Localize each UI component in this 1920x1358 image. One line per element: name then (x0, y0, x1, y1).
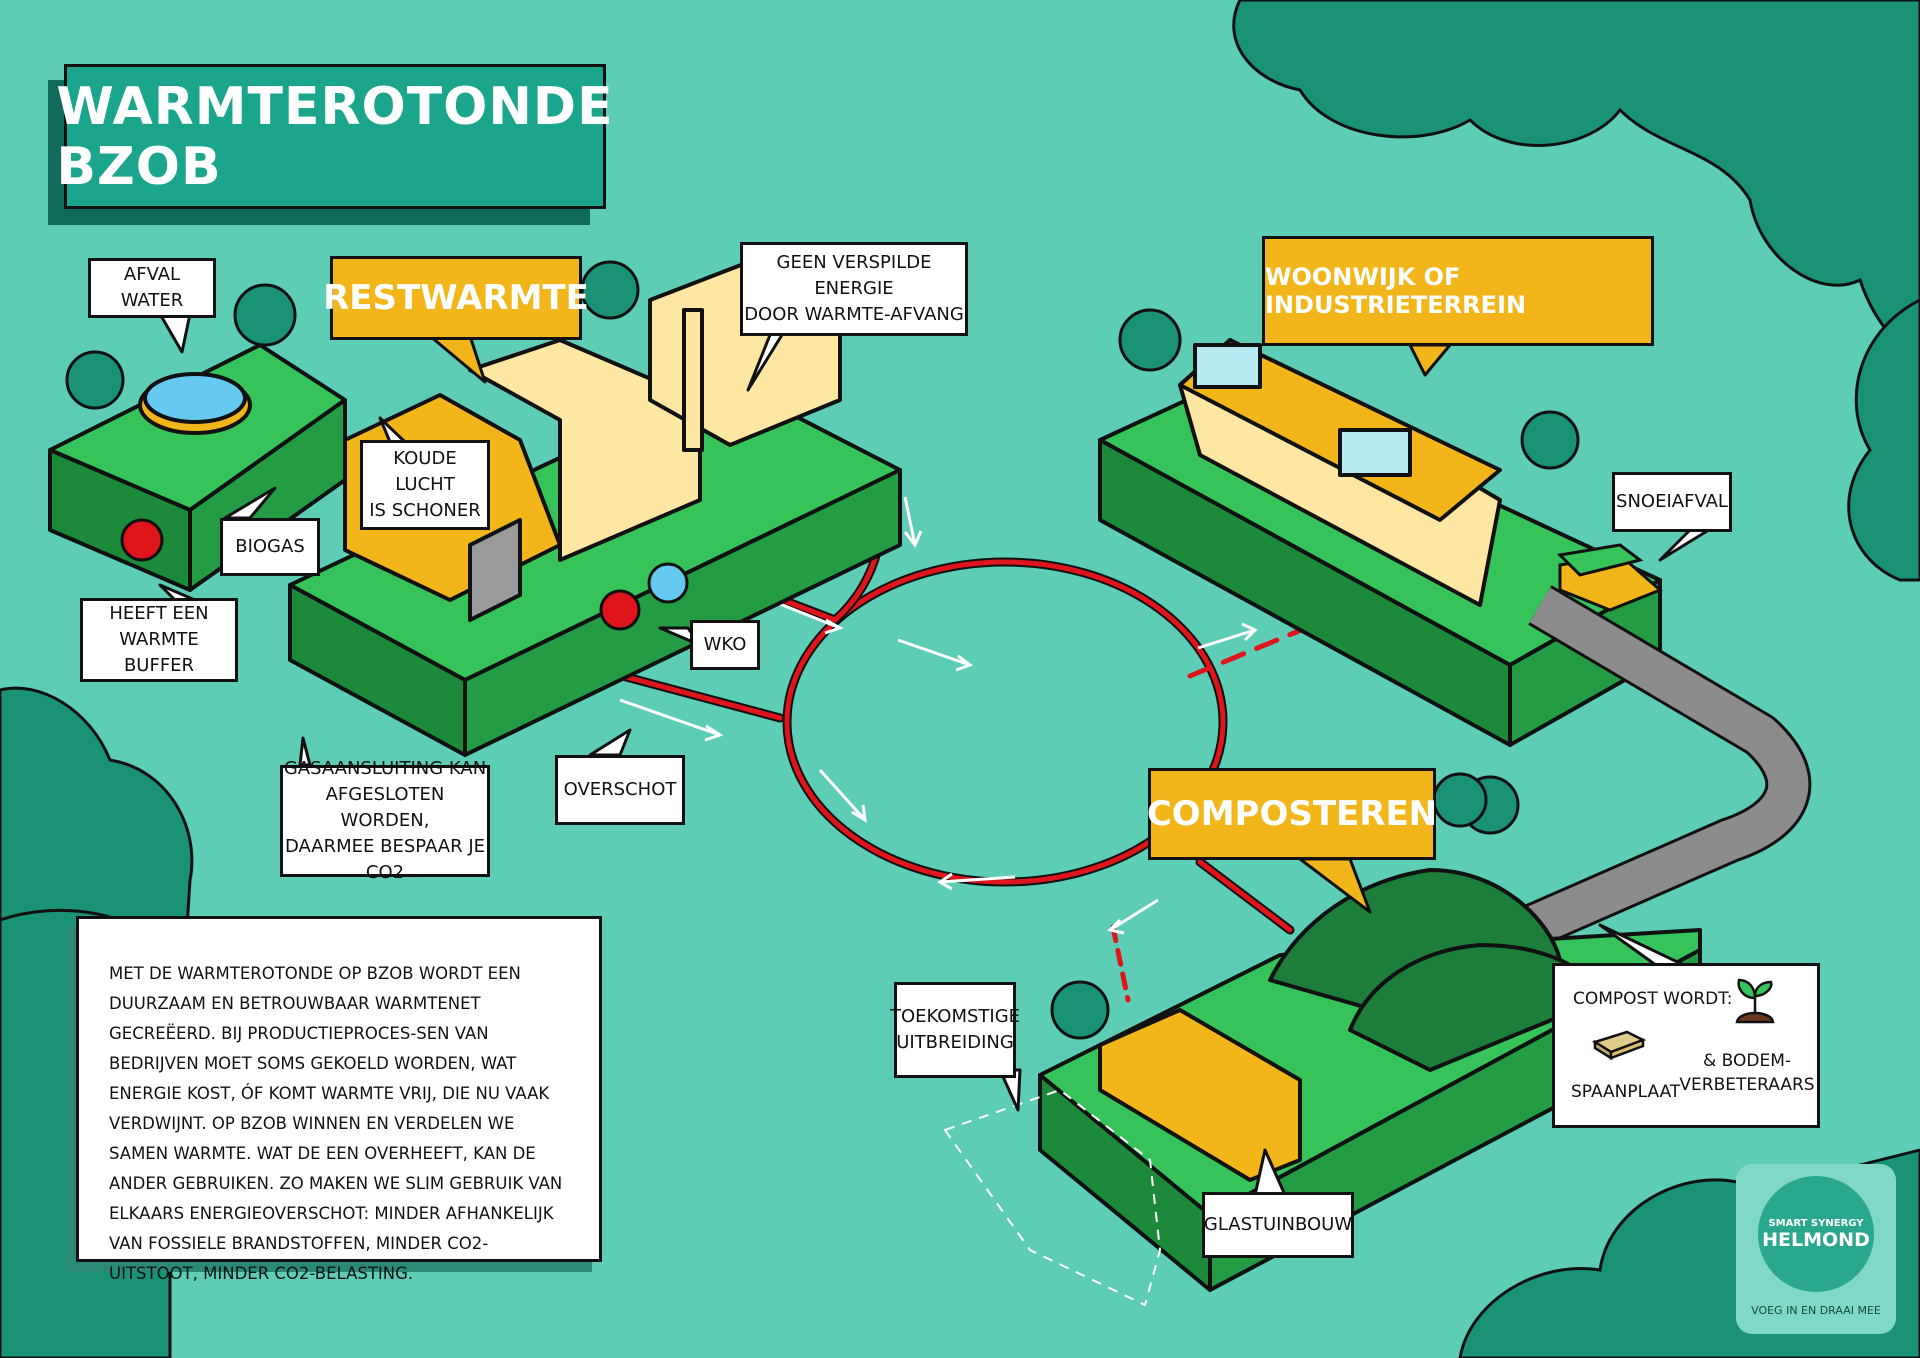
info-text-box: MET DE WARMTEROTONDE OP BZOB WORDT EEN D… (76, 916, 602, 1283)
geen-verspilde-label: GEEN VERSPILDE ENERGIE DOOR WARMTE-AFVAN… (740, 242, 968, 336)
heat-ring-red (784, 559, 1226, 885)
biogas-label: BIOGAS (220, 518, 320, 576)
logo-circle: SMART SYNERGY HELMOND (1758, 1176, 1874, 1292)
chipboard-icon (1592, 1030, 1647, 1061)
future-expansion-outline (943, 1088, 1162, 1307)
compost-heading: COMPOST WORDT: (1573, 989, 1733, 1009)
overschot-label: OVERSCHOT (555, 755, 685, 825)
housing-block (1098, 338, 1662, 747)
page-title: WARMTEROTONDE BZOB (56, 76, 614, 197)
composteren-label: COMPOSTEREN (1147, 768, 1437, 860)
info-text: MET DE WARMTEROTONDE OP BZOB WORDT EEN D… (109, 964, 563, 1283)
flow-arrows (619, 496, 1258, 935)
tree-canopy-top-right (1232, 0, 1920, 362)
wko-label: WKO (690, 620, 760, 670)
koude-lucht-label: KOUDE LUCHT IS SCHONER (360, 440, 490, 530)
afval-water-label: AFVAL WATER (88, 258, 216, 318)
heeft-buffer-label: HEEFT EEN WARMTE BUFFER (80, 598, 238, 682)
trees (65, 260, 1580, 1040)
woonwijk-label: WOONWIJK OF INDUSTRIETERREIN (1262, 236, 1654, 346)
compost-item-spaanplaat: SPAANPLAAT (1571, 1082, 1681, 1102)
seedling-icon (1735, 978, 1775, 1024)
toekomstige-label: TOEKOMSTIGE UITBREIDING (890, 982, 1020, 1078)
truck (1556, 543, 1663, 612)
logo-line2: HELMOND (1762, 1228, 1870, 1251)
tree-canopy-right-edge (1847, 298, 1920, 582)
compost-products-box: COMPOST WORDT: SPAANPLAAT & BODEM- VERBE… (1552, 963, 1820, 1128)
compost-item-bodem: & BODEM- VERBETERAARS (1679, 1051, 1815, 1095)
snoeiafval-label: SNOEIAFVAL (1612, 472, 1732, 532)
glastuinbouw-label: GLASTUINBOUW (1202, 1192, 1354, 1258)
logo-tagline: VOEG IN EN DRAAI MEE (1751, 1304, 1881, 1317)
logo-line1: SMART SYNERGY (1768, 1217, 1864, 1229)
buffer-tanks (120, 518, 689, 631)
restwarmte-label: RESTWARMTE (323, 256, 589, 340)
road-surface (1269, 587, 1809, 1078)
callout-pointers (158, 312, 1727, 1197)
title-banner: WARMTEROTONDE BZOB (56, 64, 613, 209)
gasaansluiting-label: GASAANSLUITING KAN AFGESLOTEN WORDEN, DA… (280, 758, 490, 883)
smart-synergy-logo: SMART SYNERGY HELMOND VOEG IN EN DRAAI M… (1736, 1164, 1896, 1334)
